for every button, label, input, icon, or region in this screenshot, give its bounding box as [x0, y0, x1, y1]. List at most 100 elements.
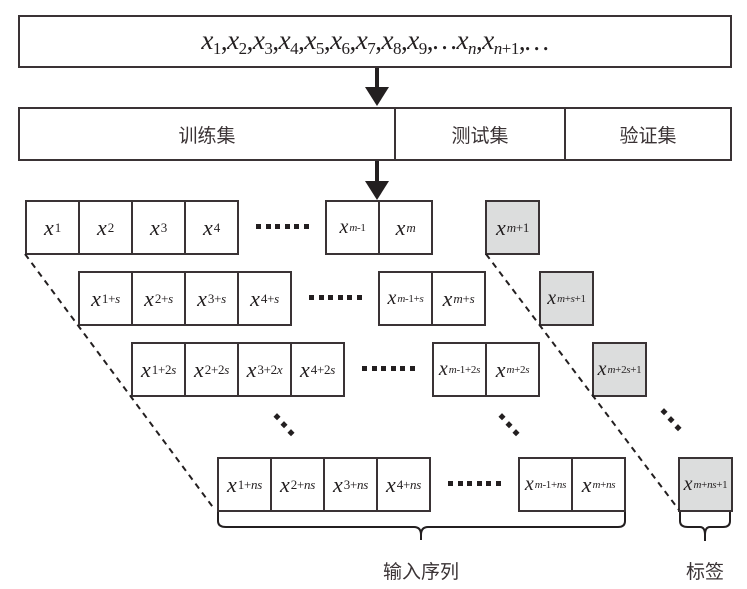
- ellipsis-dot: [256, 224, 261, 229]
- cell-symbol: x: [150, 214, 160, 240]
- cell-subscript: m+s: [453, 290, 475, 306]
- caption-input-sequence: 输入序列: [383, 561, 460, 583]
- cell-symbol: x: [250, 285, 260, 311]
- cell-symbol: x: [339, 216, 349, 238]
- split-train: 训练集: [20, 109, 394, 159]
- ellipsis-dot: [381, 366, 386, 371]
- cell-symbol: x: [280, 471, 290, 497]
- cell-symbol: x: [683, 473, 693, 495]
- cell-symbol: x: [495, 356, 506, 382]
- ellipsis-dot: [284, 224, 290, 229]
- cell-subscript: 4+2s: [310, 361, 335, 377]
- cell-subscript: 3: [160, 219, 168, 235]
- cell-subscript: m+s+1: [557, 292, 586, 305]
- cell-symbol: x: [246, 356, 257, 382]
- cell-subscript: m+2s+1: [607, 363, 642, 376]
- sequence-term: x4: [278, 24, 299, 58]
- sequence-term: x1: [201, 24, 221, 58]
- sequence-term: xn+1: [482, 24, 519, 58]
- sequence-term: …: [525, 26, 549, 56]
- cell-subscript: 1+s: [101, 290, 120, 306]
- cell-symbol: x: [144, 285, 154, 311]
- cell-symbol: x: [597, 358, 607, 380]
- ellipsis-dot: [486, 481, 491, 486]
- cell-symbol: x: [97, 214, 107, 240]
- ellipsis-dot: [457, 481, 463, 486]
- dataset-split-box: 训练集 测试集 验证集: [18, 107, 732, 161]
- sequence-comma: ,: [246, 26, 254, 56]
- cell-subscript: 4+ns: [396, 476, 422, 492]
- cell-symbol: x: [197, 285, 207, 311]
- cell-subscript: 1: [54, 219, 62, 235]
- vertical-ellipsis-middle: [498, 413, 520, 437]
- ellipsis-dot: [303, 224, 309, 229]
- sequence-comma: ,: [426, 26, 434, 56]
- ellipsis-dot: [362, 366, 367, 371]
- sequence-comma: ,: [349, 26, 357, 56]
- sequence-comma: ,: [518, 26, 526, 56]
- raw-sequence-text: x1,x2,x3,x4,x5,x6,x7,x8,x9,…xn,xn+1,…: [20, 17, 730, 66]
- label-dashed-guide: [485, 253, 680, 511]
- cell-subscript: m-1+s: [397, 292, 424, 305]
- ellipsis-dot: [347, 295, 352, 300]
- cell-symbol: x: [141, 356, 151, 382]
- cell-symbol: x: [547, 287, 557, 309]
- cell-symbol: x: [194, 356, 204, 382]
- split-validation-label: 验证集: [619, 124, 677, 147]
- sequence-comma: ,: [220, 26, 228, 56]
- split-validation: 验证集: [564, 109, 730, 159]
- cell-symbol: x: [44, 214, 54, 240]
- arrow-split-to-windows-head: [365, 181, 389, 200]
- ellipsis-dot: [356, 295, 362, 300]
- ellipsis-dot: [390, 366, 396, 371]
- cell-subscript: 4+s: [260, 290, 279, 306]
- ellipsis-dot: [337, 295, 343, 300]
- sequence-term: x3: [252, 24, 273, 58]
- input-window-dashed-guide: [24, 253, 216, 511]
- cell-subscript: m-1+2s: [448, 363, 481, 376]
- vertical-ellipsis-right: [660, 408, 682, 432]
- cell-subscript: m+2s: [506, 363, 530, 376]
- ellipsis-dot: [476, 481, 482, 486]
- arrow-sequence-to-split-head: [365, 87, 389, 106]
- cell-symbol: x: [203, 214, 213, 240]
- cell-symbol: x: [333, 471, 343, 497]
- cell-subscript: 1+2s: [151, 361, 176, 377]
- cell-subscript: 3+ns: [343, 476, 369, 492]
- sequence-term: x2: [227, 24, 247, 58]
- ellipsis-dot: [294, 224, 299, 229]
- cell-symbol: x: [524, 473, 534, 495]
- cell-subscript: m+1: [506, 219, 530, 235]
- cell-symbol: x: [387, 287, 397, 309]
- sequence-comma: ,: [272, 26, 279, 56]
- cell-subscript: 3+s: [207, 290, 226, 306]
- ellipsis-dot: [309, 295, 314, 300]
- cell-symbol: x: [91, 285, 101, 311]
- sequence-comma: ,: [375, 26, 382, 56]
- cell-subscript: 1+ns: [237, 476, 263, 492]
- sequence-term: x8: [381, 24, 402, 58]
- raw-sequence-box: x1,x2,x3,x4,x5,x6,x7,x8,x9,…xn,xn+1,…: [18, 15, 732, 68]
- sequence-term: …xn: [433, 24, 477, 58]
- cell-symbol: x: [581, 471, 592, 497]
- vertical-ellipsis-left: [273, 413, 295, 437]
- ellipsis-dot: [318, 295, 324, 300]
- cell-symbol: x: [227, 471, 237, 497]
- cell-subscript: 4: [213, 219, 221, 235]
- caption-label: 标签: [686, 561, 725, 583]
- cell-subscript: m+ns+1: [693, 478, 728, 491]
